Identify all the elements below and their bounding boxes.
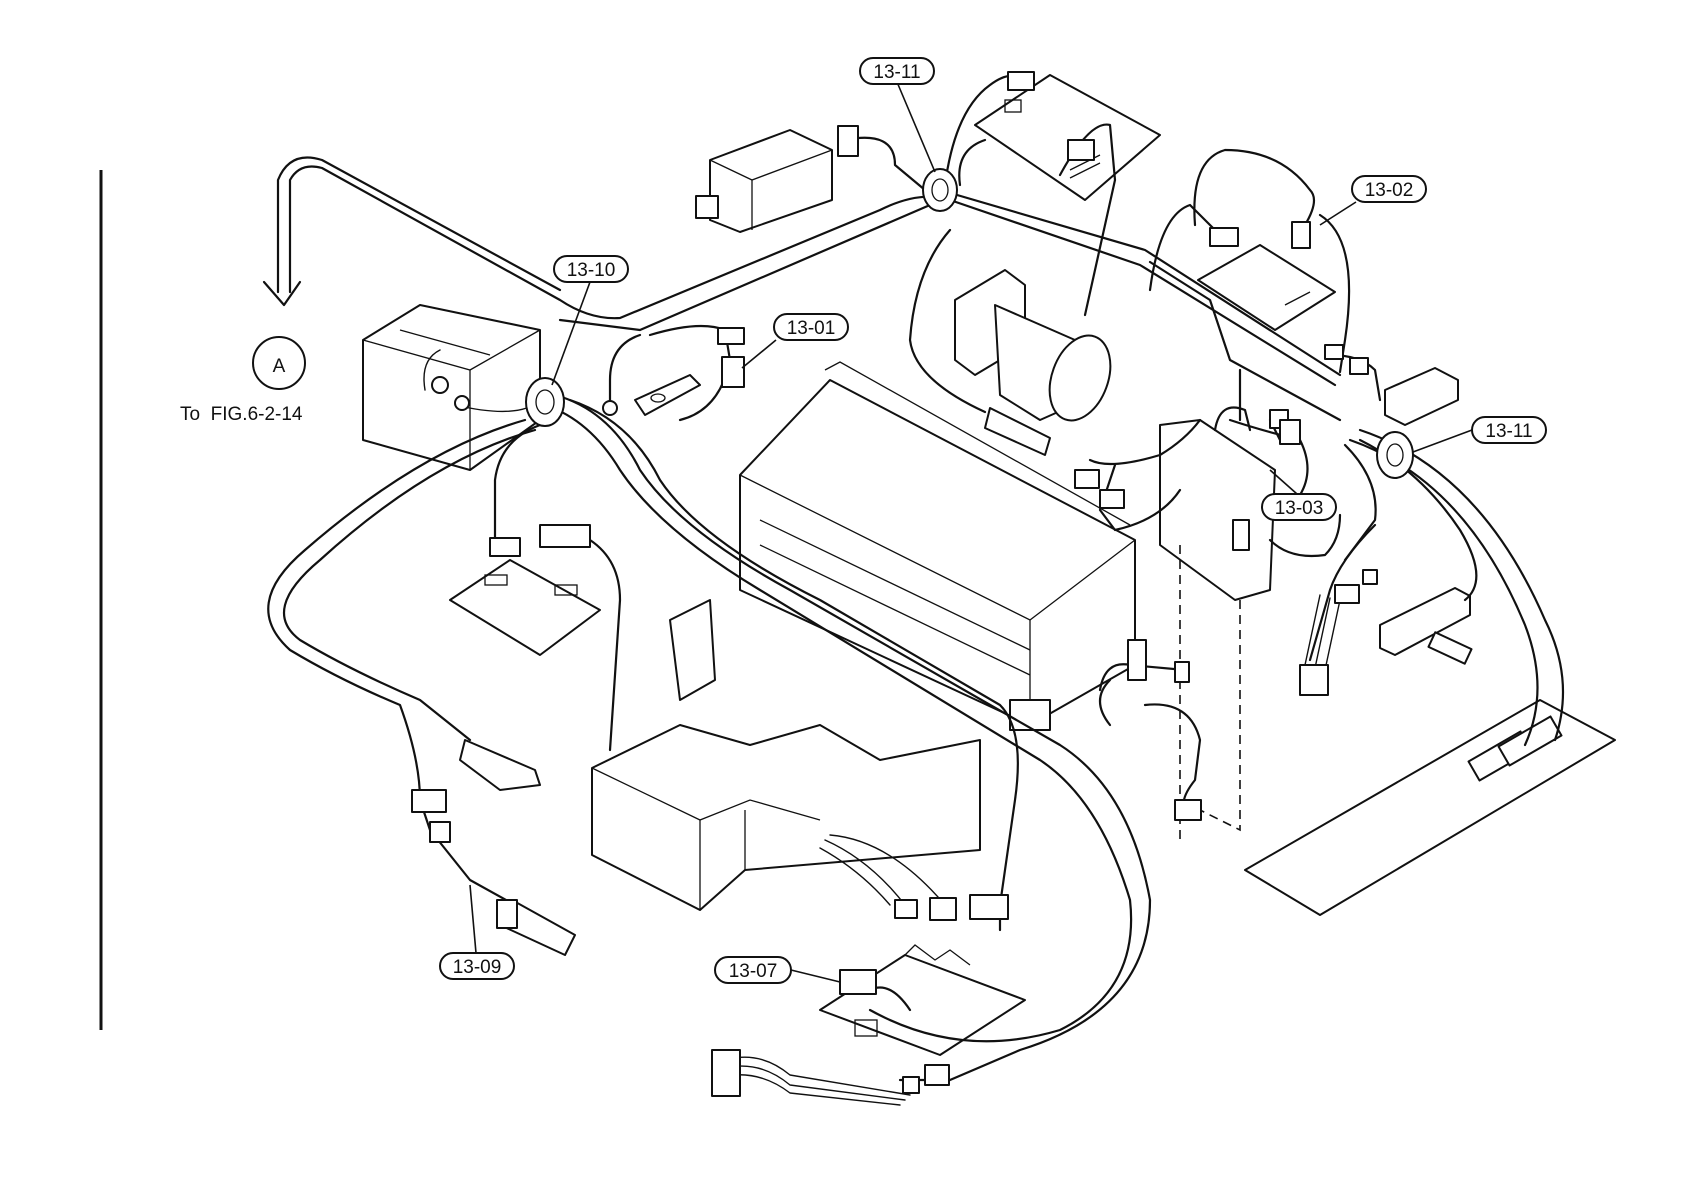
grommet-13-11-right [1377,432,1413,478]
bracket-13-01 [635,375,700,415]
board-bottom [820,945,1025,1055]
svg-text:13-10: 13-10 [567,260,616,281]
grommet-13-10 [526,378,564,426]
board-right-upper [1198,245,1335,330]
callout-13-01: 13-01 [742,314,848,368]
callout-13-11-right: 13-11 [1413,417,1546,452]
svg-text:13-09: 13-09 [453,957,502,978]
slider-switch [1380,588,1472,664]
svg-text:13-02: 13-02 [1365,180,1414,201]
transformer [363,305,540,470]
reference-marker-a: A [253,337,305,389]
callout-13-02: 13-02 [1320,176,1426,225]
svg-text:13-11: 13-11 [1485,421,1532,442]
grommet-13-11-top [923,169,957,211]
board-bottom-right [1245,700,1615,915]
reference-text: To FIG.6-2-14 [180,404,303,425]
motor [955,270,1121,429]
svg-text:13-03: 13-03 [1275,498,1324,519]
arrow-to-a [264,282,300,305]
callout-13-11-top: 13-11 [860,58,935,172]
board-left-center [450,560,600,655]
switch-panel [1160,420,1275,840]
callout-13-07: 13-07 [715,957,840,983]
module-top-left [696,130,832,232]
svg-text:13-01: 13-01 [787,318,836,339]
sensor-left [460,740,540,790]
svg-text:13-07: 13-07 [729,961,778,982]
svg-text:13-11: 13-11 [873,62,920,83]
box-right [1385,368,1458,425]
board-top-center [975,75,1160,200]
reference-letter: A [273,356,286,377]
